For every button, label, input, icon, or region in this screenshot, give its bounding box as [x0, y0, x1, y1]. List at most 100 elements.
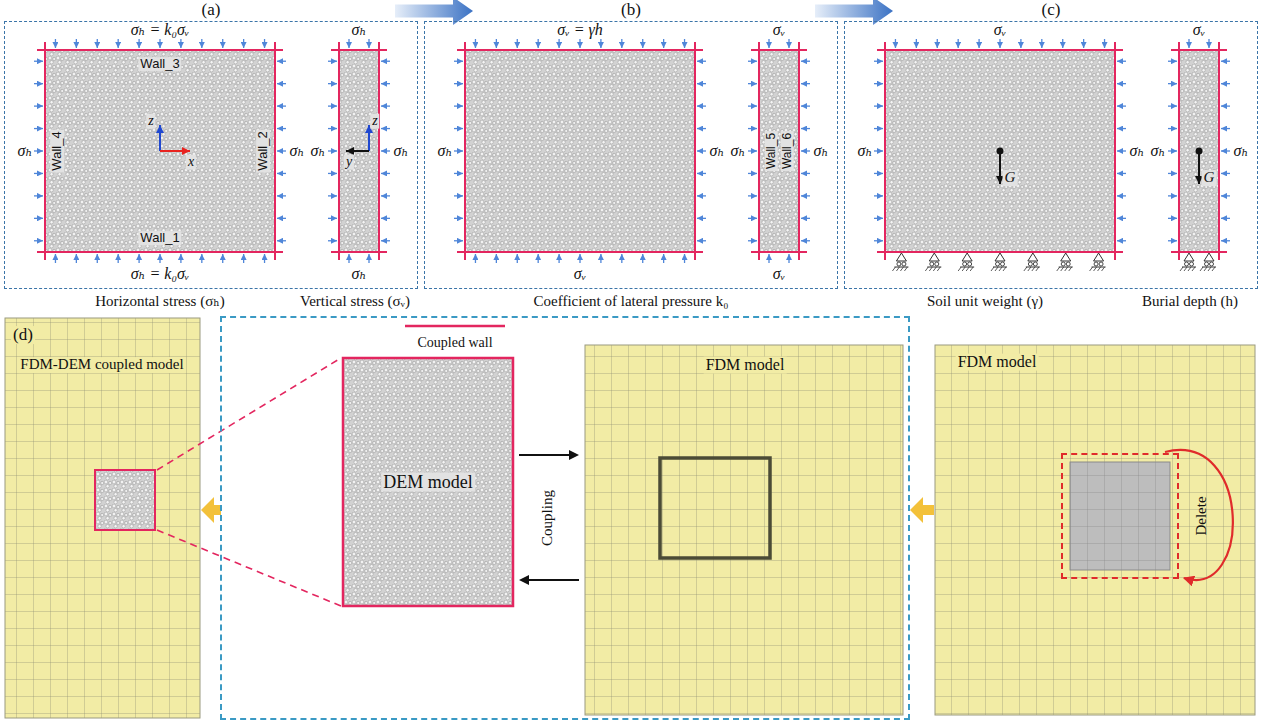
- roller: [1099, 262, 1103, 266]
- stress-arrow: [381, 218, 390, 219]
- stress-arrow: [1117, 173, 1126, 174]
- roller-support: [962, 253, 972, 261]
- stress-arrow: [1168, 173, 1177, 174]
- stress-arrow: [1117, 128, 1126, 129]
- ground-hatch: [1069, 267, 1072, 271]
- roller-support: [929, 253, 939, 261]
- wall-line: [884, 42, 886, 260]
- stress-label: σᵥ: [994, 22, 1006, 39]
- coupling-arrow: [519, 450, 579, 460]
- coupling-frame: DEM modelFDM modelCoupling: [222, 318, 908, 718]
- wall-line: [798, 42, 800, 260]
- ground-hatch: [1065, 267, 1068, 271]
- arrow-shaft: [528, 579, 579, 581]
- stress-arrow: [697, 105, 706, 106]
- stress-arrow: [801, 218, 810, 219]
- wall-line: [694, 42, 696, 260]
- stress-arrow: [958, 39, 959, 48]
- ground-hatch: [1192, 267, 1195, 271]
- stress-arrow: [496, 39, 497, 48]
- arrow-shaft: [922, 505, 934, 515]
- arrow-shaft: [519, 454, 570, 456]
- roller: [1205, 262, 1209, 266]
- stress-arrow: [538, 254, 539, 263]
- roller-support: [1028, 253, 1038, 261]
- deleted-zone: [1070, 462, 1170, 570]
- axis-label: x: [186, 155, 196, 170]
- wall-label: Wall_2: [256, 129, 270, 172]
- wall-line: [37, 251, 283, 253]
- wall-label: Wall_4: [50, 129, 64, 172]
- panel-heading: (a): [202, 1, 221, 19]
- stress-arrow: [138, 39, 139, 48]
- stress-arrow: [579, 254, 580, 263]
- stress-arrow: [454, 173, 463, 174]
- panel-heading: (b): [621, 1, 641, 19]
- roller-support: [896, 253, 906, 261]
- panel-caption: Vertical stress (σᵥ): [300, 294, 410, 310]
- ground-hatch: [1028, 267, 1031, 271]
- ground-hatch: [933, 267, 936, 271]
- stress-arrow: [538, 39, 539, 48]
- stress-arrow: [368, 254, 369, 263]
- stress-arrow: [1221, 240, 1230, 241]
- stress-arrow: [277, 173, 286, 174]
- stress-label: σₕ: [814, 143, 829, 160]
- stress-arrow: [748, 105, 757, 106]
- gravity-label: G: [1202, 170, 1217, 186]
- stress-arrow: [874, 195, 883, 196]
- stress-arrow: [1168, 150, 1177, 151]
- fdm-model: Delete FDM model: [935, 345, 1255, 715]
- stress-arrow: [475, 39, 476, 48]
- wall-line: [1218, 42, 1220, 260]
- ground-hatch: [1090, 267, 1093, 271]
- stress-arrow: [874, 218, 883, 219]
- stress-arrow: [55, 254, 56, 263]
- ground-line: [1059, 267, 1073, 268]
- stress-arrow: [1168, 128, 1177, 129]
- coupling-arrow: [519, 575, 579, 585]
- stress-arrow: [801, 61, 810, 62]
- delete-label: Delete: [1194, 496, 1210, 535]
- stress-arrow: [579, 39, 580, 48]
- wall-line: [1114, 42, 1116, 260]
- stress-label: σₕ: [1151, 143, 1166, 160]
- stress-arrow: [1117, 240, 1126, 241]
- stress-arrow: [328, 240, 337, 241]
- cavity-outline: [660, 458, 770, 558]
- delete-arrow: [1165, 450, 1233, 580]
- stress-arrow: [874, 150, 883, 151]
- roller: [902, 262, 906, 266]
- stress-arrow: [748, 150, 757, 151]
- ground-hatch: [1024, 267, 1027, 271]
- stress-arrow: [277, 218, 286, 219]
- stress-arrow: [788, 39, 789, 48]
- ground-hatch: [1003, 267, 1006, 271]
- stress-arrow: [1168, 218, 1177, 219]
- stress-arrow: [801, 150, 810, 151]
- stress-arrow: [201, 39, 202, 48]
- stress-label: σₕ: [1130, 143, 1145, 160]
- stress-arrow: [697, 150, 706, 151]
- ground-hatch: [892, 267, 895, 271]
- axis-label: z: [146, 114, 155, 129]
- gravity-label: G: [1003, 170, 1018, 186]
- stress-arrow: [76, 39, 77, 48]
- stress-arrow: [328, 173, 337, 174]
- stress-arrow: [748, 83, 757, 84]
- arrow-head: [910, 497, 923, 523]
- stress-arrow: [697, 240, 706, 241]
- stress-label: σₕ: [394, 143, 409, 160]
- stress-arrow: [642, 39, 643, 48]
- panel-caption: Burial depth (h): [1142, 294, 1238, 310]
- x-axis: [160, 150, 190, 152]
- delete-region: Delete: [1063, 455, 1177, 577]
- ground-hatch: [896, 267, 899, 271]
- wall-line: [758, 42, 760, 260]
- model-title: FDM model: [956, 354, 1039, 371]
- stress-label: σₕ: [1234, 143, 1249, 160]
- ground-hatch: [937, 267, 940, 271]
- stress-arrow: [517, 254, 518, 263]
- ground-hatch: [1061, 267, 1064, 271]
- ground-line: [1202, 267, 1216, 268]
